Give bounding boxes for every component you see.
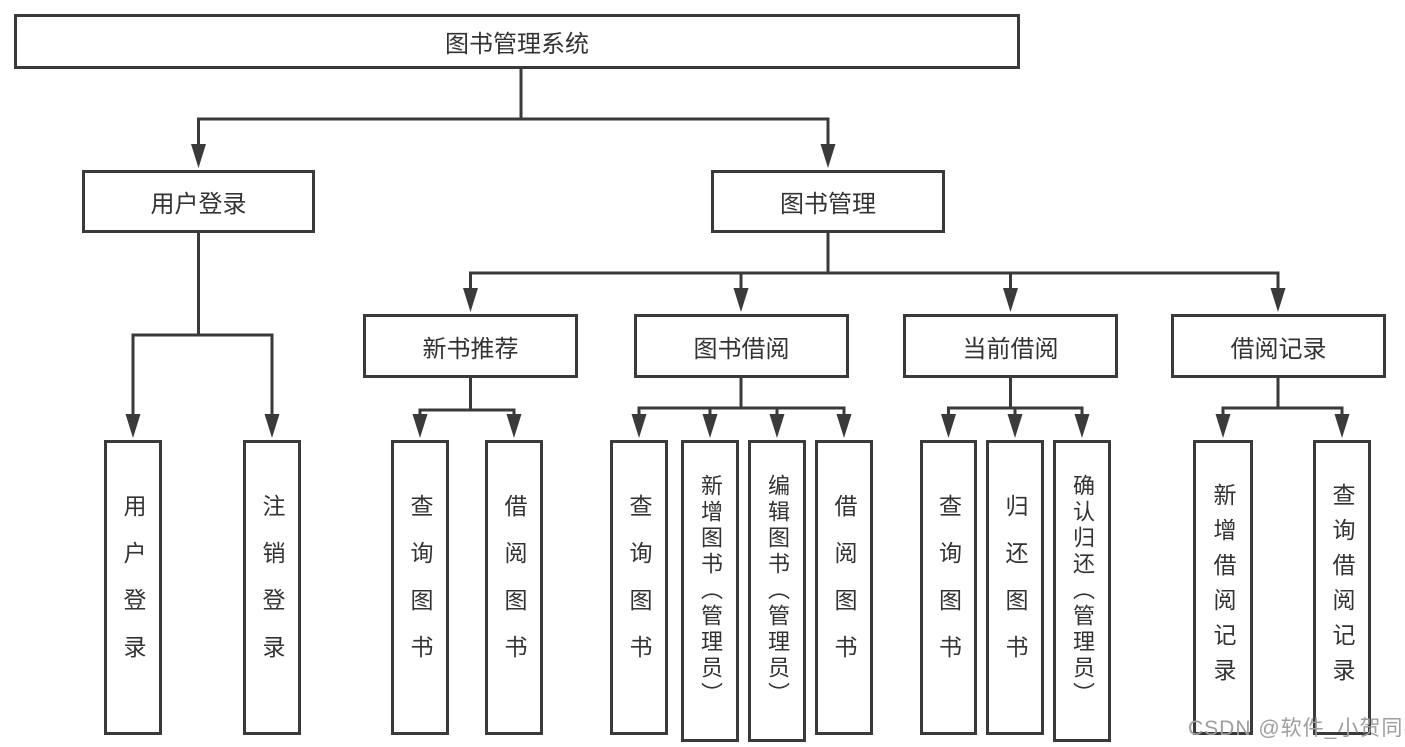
edge-book-mgmt-children: [463, 233, 1286, 312]
node-current-borrow: 当前借阅: [903, 314, 1118, 378]
leaf-query-books-recommend: 查询图书: [391, 440, 449, 735]
edge-current-borrow-children: [941, 378, 1090, 438]
leaf-logout: 注销登录: [243, 440, 301, 735]
edge-new-book-children: [412, 378, 522, 438]
leaf-add-book-admin: 新增图书（管理员）: [681, 440, 739, 742]
leaf-user-login: 用户登录: [104, 440, 162, 735]
node-user-login: 用户登录: [82, 170, 315, 233]
node-book-borrow: 图书借阅: [634, 314, 849, 378]
leaf-borrow-books-recommend: 借阅图书: [485, 440, 543, 735]
edge-root-to-level2: [191, 68, 836, 168]
leaf-query-borrow-record: 查询借阅记录: [1313, 440, 1371, 735]
leaf-borrow-books: 借阅图书: [815, 440, 873, 735]
leaf-edit-book-admin: 编辑图书（管理员）: [748, 440, 806, 742]
node-new-book-recommend: 新书推荐: [363, 314, 578, 378]
watermark: CSDN @软件_小贺同学: [1188, 717, 1405, 740]
node-book-management: 图书管理: [711, 170, 945, 233]
leaf-confirm-return-admin: 确认归还（管理员）: [1053, 440, 1111, 742]
leaf-add-borrow-record: 新增借阅记录: [1193, 440, 1253, 735]
leaf-return-books: 归还图书: [986, 440, 1044, 735]
edge-borrow-records-children: [1215, 378, 1350, 438]
edge-book-borrow-children: [631, 378, 852, 438]
leaf-query-books-current: 查询图书: [920, 440, 977, 735]
edge-user-login-children: [125, 233, 280, 438]
node-borrow-records: 借阅记录: [1171, 314, 1386, 378]
leaf-query-books-borrow: 查询图书: [610, 440, 668, 735]
node-root-system: 图书管理系统: [14, 14, 1020, 69]
